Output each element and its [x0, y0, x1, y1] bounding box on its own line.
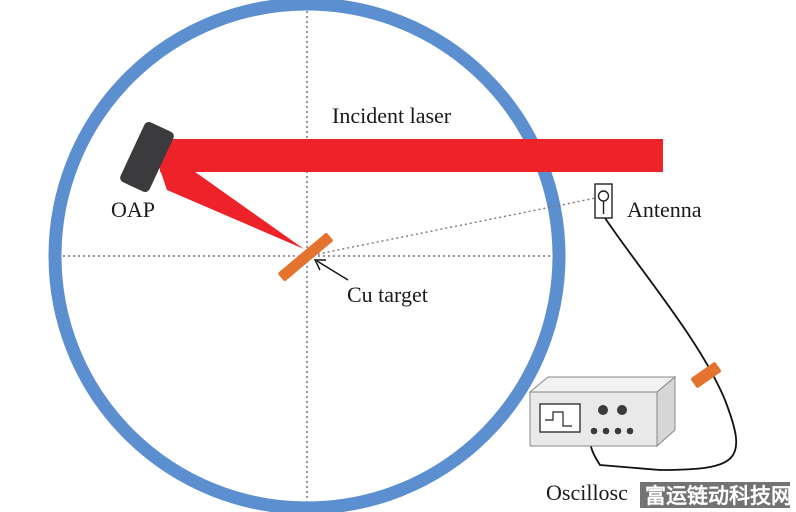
cu-target	[278, 233, 333, 281]
scope-knob-2	[617, 405, 627, 415]
antenna-label: Antenna	[627, 197, 702, 222]
scope-port-2	[602, 427, 610, 435]
oscilloscope-label: Oscillosc	[546, 480, 628, 505]
watermark: 富运链动科技网	[645, 484, 792, 508]
target-pointer-arrowhead	[313, 259, 326, 271]
target-pointer-arrow	[316, 260, 349, 281]
scope-front	[529, 391, 658, 447]
chamber-ring	[48, 0, 566, 512]
watermark-background	[640, 482, 790, 508]
scope-knob-1	[598, 405, 608, 415]
scope-port-3	[614, 427, 622, 435]
scope-port-1	[590, 427, 598, 435]
oap-mirror	[120, 121, 174, 193]
oscilloscope	[528, 375, 677, 448]
oap-label: OAP	[111, 197, 155, 222]
incident-laser-label: Incident laser	[332, 103, 452, 128]
focused-laser-cone	[150, 140, 304, 249]
scope-waveform	[545, 411, 572, 427]
signal-cable	[589, 217, 738, 471]
scope-port-4	[626, 427, 634, 435]
scope-screen	[539, 403, 581, 433]
scope-top	[528, 376, 677, 393]
incident-laser-beam	[160, 139, 663, 172]
target-antenna-line	[307, 197, 597, 257]
cu-target-label: Cu target	[347, 282, 428, 307]
cable-connector	[691, 362, 721, 388]
